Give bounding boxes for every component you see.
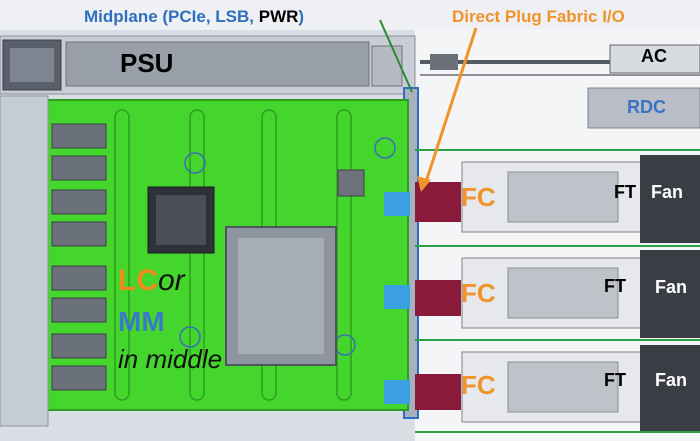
fan-unit [640, 250, 700, 338]
in-middle-label: in middle [118, 344, 223, 374]
fan-label-3: Fan [655, 370, 688, 390]
port-heatsink [51, 155, 107, 181]
board-rail [114, 109, 130, 401]
faceplate [0, 95, 49, 427]
fan-label-2: Fan [655, 277, 688, 297]
ft-label-1: FT [614, 182, 636, 202]
blue-connector [384, 192, 410, 216]
fan-label-1: Fan [651, 182, 684, 202]
lc-label: LC [118, 264, 158, 297]
blue-connector [384, 380, 410, 404]
port-heatsink [51, 297, 107, 323]
midplane-label-suffix: ) [298, 7, 305, 26]
fabric-connector [415, 374, 461, 410]
fc-label-1: FC [461, 182, 496, 212]
fc-module [507, 171, 619, 223]
ft-label-3: FT [604, 370, 626, 390]
small-chip [337, 169, 365, 197]
ac-label: AC [641, 46, 667, 66]
psu-module-inner [10, 48, 54, 82]
rdc-label: RDC [627, 97, 666, 117]
direct-plug-label: Direct Plug Fabric I/O [452, 7, 625, 26]
fc-label-2: FC [461, 278, 496, 308]
mounting-hole [184, 152, 206, 174]
fabric-connector [415, 280, 461, 316]
mounting-hole [374, 137, 396, 159]
fc-module [507, 267, 619, 319]
blue-connector [384, 285, 410, 309]
small-heatsink-fins [156, 195, 206, 245]
or-label: or [158, 264, 185, 297]
mounting-hole [179, 326, 201, 348]
direct-plug-arrowhead [417, 176, 431, 192]
port-heatsink [51, 189, 107, 215]
main-heatsink-fins [238, 238, 324, 354]
psu-end-block [371, 45, 403, 87]
port-heatsink [51, 265, 107, 291]
rdc-box [587, 87, 700, 129]
lc-or-line: LCor [118, 264, 185, 298]
port-heatsink [51, 123, 107, 149]
fan-unit [640, 155, 700, 243]
midplane-label-pwr: PWR [258, 7, 299, 26]
psu-label: PSU [120, 48, 174, 78]
port-heatsinks [51, 123, 107, 391]
midplane-label-prefix: Midplane (PCIe, LSB, [84, 7, 259, 26]
port-heatsink [51, 365, 107, 391]
midplane-leader-line [379, 19, 413, 93]
fc-module [507, 361, 619, 413]
board-rail [189, 109, 205, 401]
direct-plug-arrow [423, 27, 478, 186]
ft-label-2: FT [604, 276, 626, 296]
midplane-label: Midplane (PCIe, LSB, PWR) [84, 7, 304, 27]
port-heatsink [51, 221, 107, 247]
fabric-slots [461, 155, 700, 433]
fan-unit [640, 345, 700, 433]
fc-label-3: FC [461, 370, 496, 400]
ac-connector-box [609, 44, 700, 74]
mm-label: MM [118, 306, 165, 337]
psu-body [65, 41, 370, 87]
port-heatsink [51, 333, 107, 359]
ac-plug [430, 54, 458, 70]
